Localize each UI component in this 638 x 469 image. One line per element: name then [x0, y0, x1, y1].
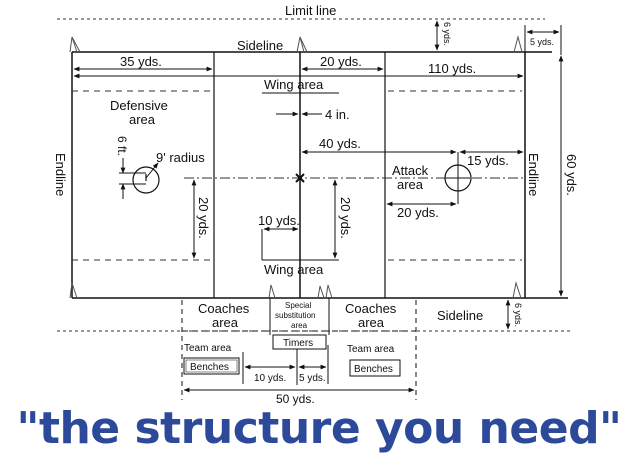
- flag-icon: [512, 281, 522, 299]
- wing-area-top-label: Wing area: [264, 77, 324, 92]
- attack-area-label-1: Attack: [392, 163, 429, 178]
- dim-20-center-vert-label: 20 yds.: [338, 197, 353, 239]
- flag-icons: [69, 35, 523, 299]
- flag-icon: [325, 284, 333, 299]
- dim-110-label: 110 yds.: [428, 61, 476, 76]
- flag-icon: [513, 35, 523, 53]
- dim-60-label: 60 yds.: [564, 154, 579, 196]
- sideline-bottom-label: Sideline: [437, 308, 483, 323]
- special-sub-label-1: Special: [285, 301, 311, 310]
- limit-line-label: Limit line: [285, 3, 336, 18]
- dim-10-bench-label: 10 yds.: [254, 373, 286, 384]
- dim-5yd-label: 5 yds.: [530, 37, 554, 47]
- slogan-text: "the structure you need": [16, 403, 622, 454]
- center-faceoff-x-icon: [295, 173, 305, 183]
- benches-box-left-inner: [185, 359, 238, 373]
- team-area-right-label: Team area: [347, 344, 395, 355]
- dim-20-left-vert-label: 20 yds.: [196, 197, 211, 239]
- sideline-top-label: Sideline: [237, 38, 283, 53]
- benches-box-left: [183, 357, 240, 375]
- dim-6yd-bottom-label: 6 yds.: [513, 303, 523, 327]
- team-area-left-label: Team area: [184, 343, 232, 354]
- dim-50-label: 50 yds.: [276, 392, 315, 406]
- dim-10-wing-label: 10 yds.: [258, 213, 300, 228]
- dim-20-attack-label: 20 yds.: [397, 205, 439, 220]
- benches-box-right: [349, 359, 401, 377]
- goal-crease-left: [132, 166, 160, 194]
- flag-icon: [317, 285, 325, 299]
- dim-35-label: 35 yds.: [120, 54, 162, 69]
- dim-15-label: 15 yds.: [467, 153, 509, 168]
- coaches-right-label-1: Coaches: [345, 301, 397, 316]
- timers-label: Timers: [283, 338, 313, 349]
- coaches-left-label-1: Coaches: [198, 301, 250, 316]
- attack-area-label-2: area: [397, 177, 424, 192]
- coaches-right-label-2: area: [358, 315, 385, 330]
- defensive-area-label-1: Defensive: [110, 98, 168, 113]
- dim-40-label: 40 yds.: [319, 136, 361, 151]
- six-ft-marker: [119, 158, 146, 199]
- radius-label: 9' radius: [156, 150, 205, 165]
- coaches-left-label-2: area: [212, 315, 239, 330]
- dim-6yd-top-label: 6 yds.: [442, 22, 452, 46]
- special-sub-label-2: substitution: [275, 311, 315, 320]
- flag-icon: [299, 36, 308, 53]
- timers-box: [272, 334, 327, 350]
- flag-icon: [268, 284, 276, 299]
- radius-pointer: [145, 162, 159, 179]
- endline-right-label: Endline: [526, 153, 541, 196]
- dim-5-bench-label: 5 yds.: [299, 373, 326, 384]
- special-sub-label-3: area: [291, 321, 308, 330]
- dim-20-top-label: 20 yds.: [320, 54, 362, 69]
- flag-icon: [69, 282, 78, 299]
- benches-right-label: Benches: [354, 364, 393, 375]
- endline-left-label: Endline: [53, 153, 68, 196]
- wing-area-bottom-label: Wing area: [264, 262, 324, 277]
- flag-icon: [71, 36, 81, 53]
- benches-left-label: Benches: [190, 362, 229, 373]
- dim-6ft-label: 6 ft.: [115, 136, 129, 156]
- defensive-area-label-2: area: [129, 112, 156, 127]
- dim-4in-label: 4 in.: [325, 107, 350, 122]
